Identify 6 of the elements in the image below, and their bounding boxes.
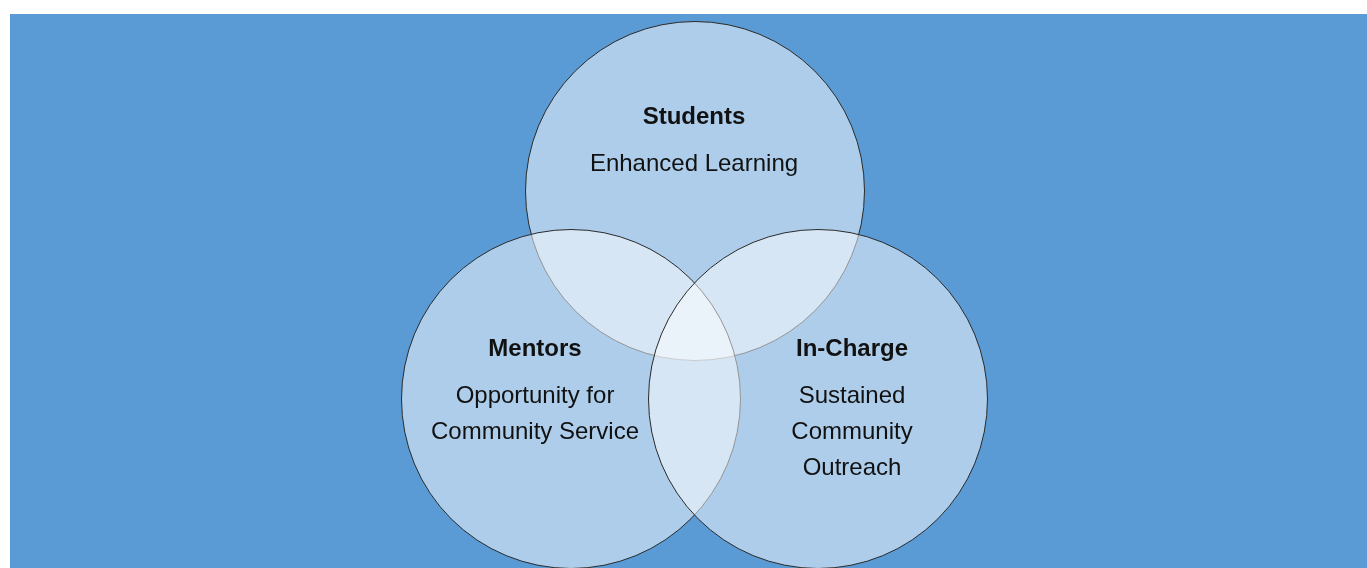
- circle-heading: Students: [642, 102, 746, 131]
- circle-description: Opportunity for Community Service: [429, 379, 641, 446]
- circle-description: Enhanced Learning: [589, 147, 799, 178]
- circle-description: Sustained Community Outreach: [790, 379, 914, 482]
- circle-heading: In-Charge: [796, 334, 908, 363]
- circle-heading: Mentors: [488, 334, 582, 363]
